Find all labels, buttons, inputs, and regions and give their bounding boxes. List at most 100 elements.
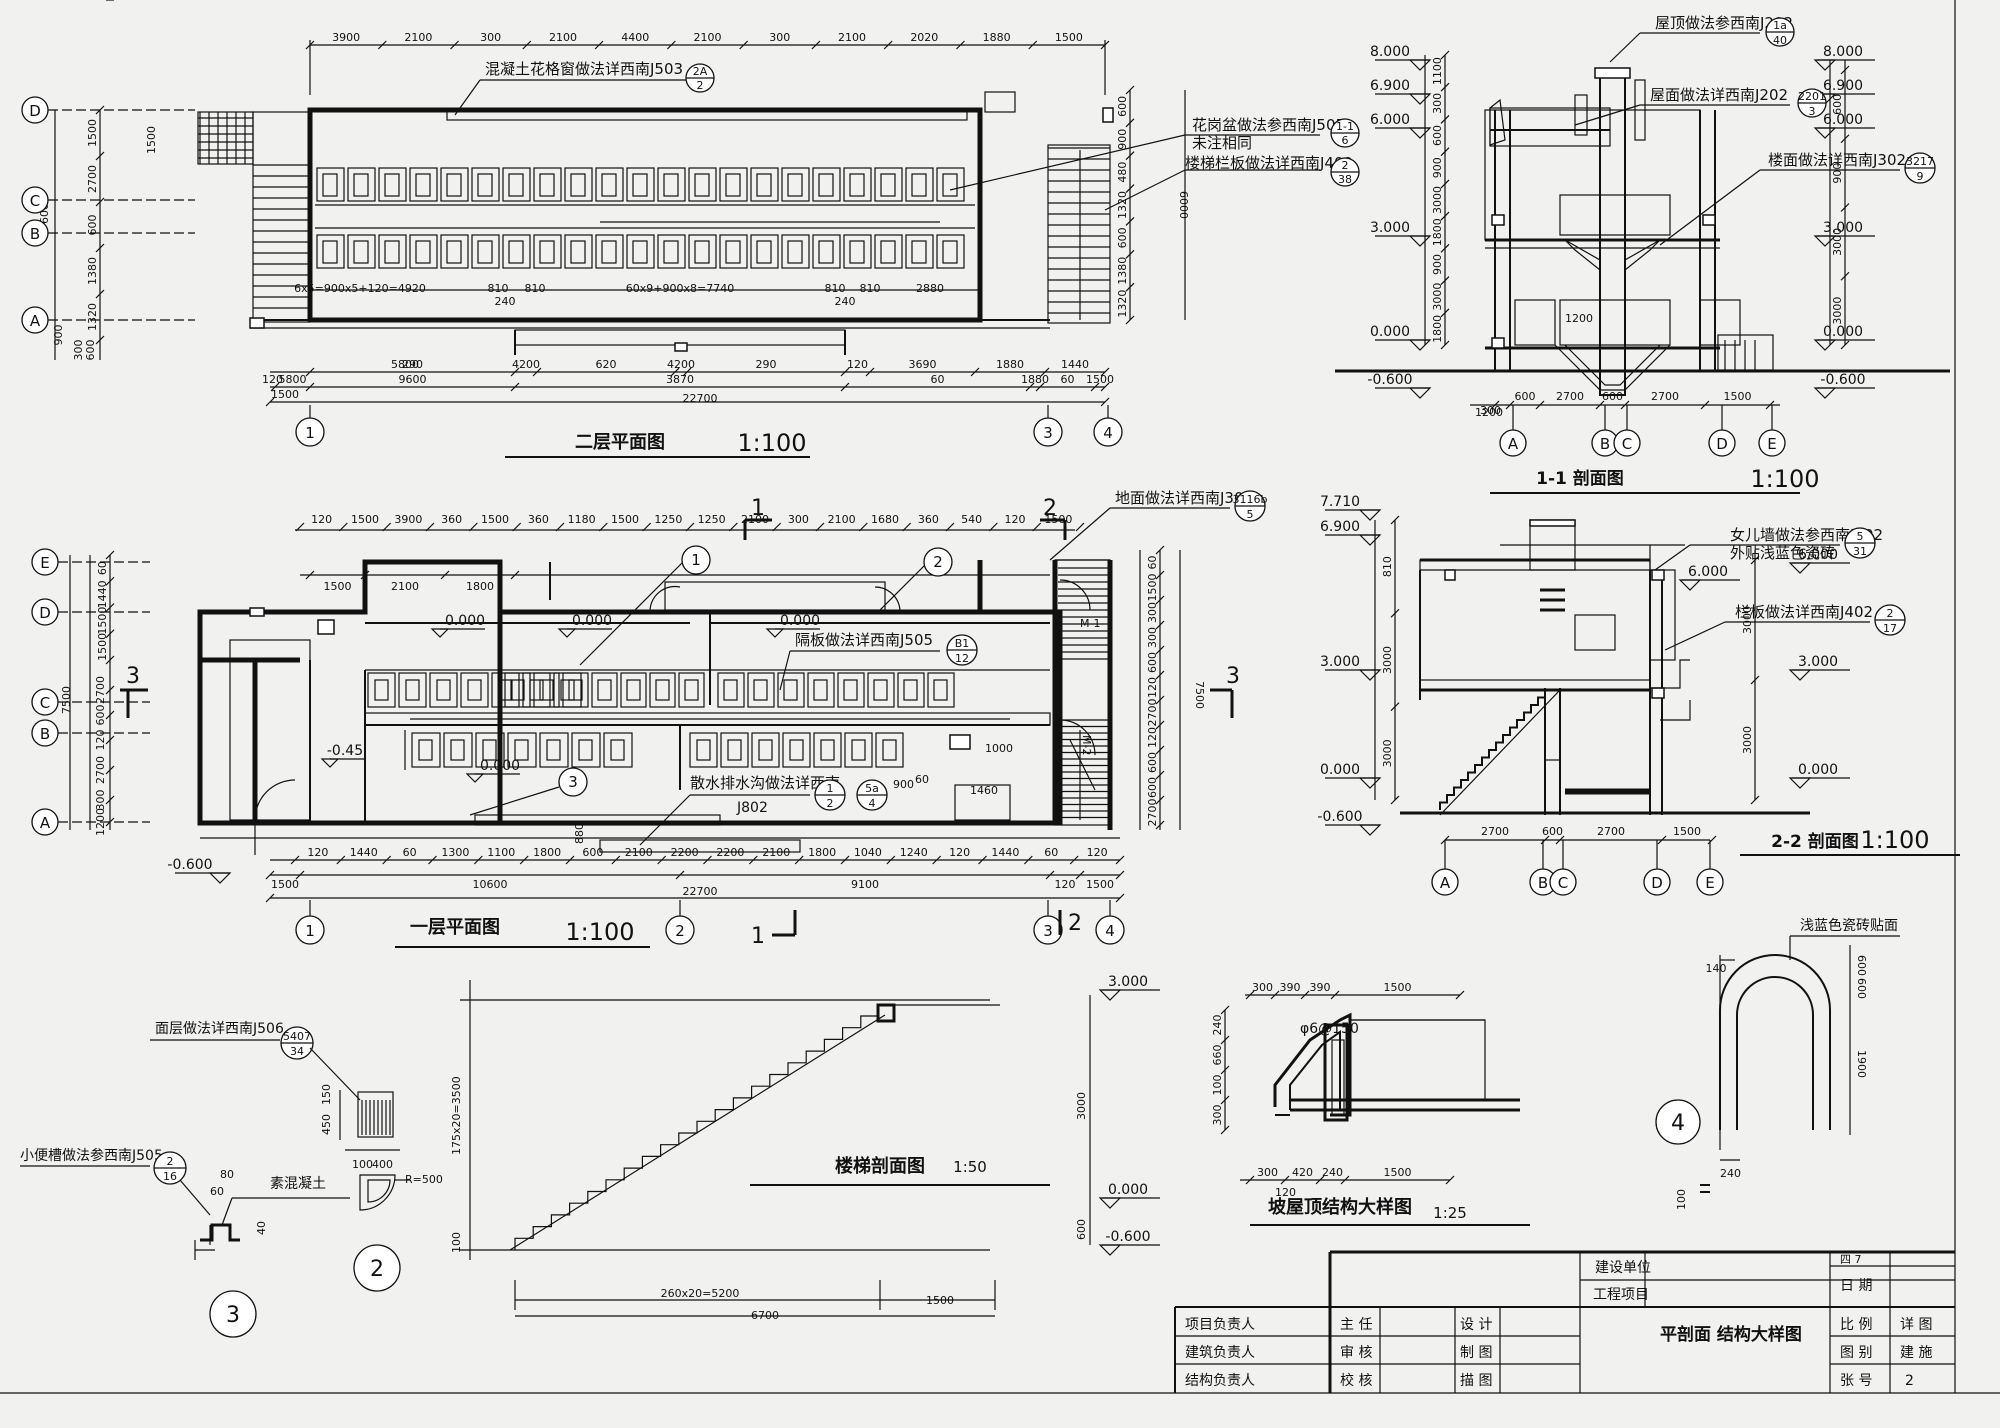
p2-cubicle (409, 234, 438, 269)
p2-cubicle (843, 234, 872, 269)
level-mark: 0.000 (1370, 324, 1410, 340)
p2-bot-dim: 290 (402, 358, 423, 371)
p1-top-dim2: 2100 (391, 580, 419, 593)
svg-text:600: 600 (1855, 955, 1868, 976)
p2-cubicle (502, 167, 531, 202)
svg-text:16: 16 (163, 1170, 177, 1183)
s11-bot-dim: 300 (1480, 404, 1501, 417)
p1-top-dim2: 1500 (324, 580, 352, 593)
level-mark: 6.000 (1688, 564, 1728, 580)
p1-bot-dim: 1800 (533, 846, 561, 859)
p2-bot-total: 22700 (683, 392, 718, 405)
axis-label: B (40, 725, 50, 743)
svg-text:R=500: R=500 (405, 1173, 443, 1186)
level-mark: 3.000 (1320, 654, 1360, 670)
p2-cubicle (750, 167, 779, 202)
p1-bot-dim: 1040 (854, 846, 882, 859)
roof-bot-dim: 240 (1322, 1166, 1343, 1179)
axis-label: 2 (675, 922, 685, 940)
p1-right-dim: 600 (1146, 652, 1159, 673)
p2-inner-dim: 810 (825, 282, 846, 295)
svg-text:校 核: 校 核 (1340, 1372, 1372, 1389)
svg-text:2: 2 (933, 553, 943, 571)
p1-top-dim: 360 (441, 513, 462, 526)
svg-text:B1: B1 (955, 637, 970, 650)
p1-cubicle (504, 672, 531, 708)
p1-bot-dim: 120 (1087, 846, 1108, 859)
p2-top-dim: 2100 (694, 31, 722, 44)
p1-bot-total: 22700 (683, 885, 718, 898)
p2-cubicle (502, 234, 531, 269)
level-mark: 6.900 (1823, 78, 1863, 94)
p1-top-dim: 2100 (828, 513, 856, 526)
sec22-scale: 1:100 (1860, 826, 1929, 854)
p1-cubicle (367, 672, 396, 708)
p2-left-dim: 1500 (86, 119, 99, 147)
detail-3: 小便槽做法参西南J505 2 16 80 60 40 素混凝土 3 (20, 1147, 350, 1338)
svg-text:450: 450 (320, 1114, 333, 1135)
roof-bot-dim: 300 (1257, 1166, 1278, 1179)
level-mark: -0.600 (1105, 1229, 1150, 1245)
p2-cubicle (347, 167, 376, 202)
roof-title: 坡屋顶结构大样图 (1268, 1196, 1412, 1218)
s22-stair-steps (1439, 689, 1552, 810)
p1-right-dim: 60 (1146, 556, 1159, 570)
axis-label: 3 (1043, 424, 1053, 442)
axis-label: E (1705, 874, 1714, 892)
svg-text:M-1: M-1 (1080, 617, 1100, 630)
level-mark: -0.600 (1820, 372, 1865, 388)
p2-bot-dim: 60 (1061, 373, 1075, 386)
svg-text:审 核: 审 核 (1340, 1345, 1372, 1361)
svg-text:比 例: 比 例 (1840, 1317, 1872, 1333)
section-mark-2-bot: 2 (1068, 911, 1082, 936)
p1-left-dim: 120 (94, 0, 115, 3)
p2-right-dim: 600 (1116, 96, 1129, 117)
p2-cubicle (657, 167, 686, 202)
svg-text:1-1: 1-1 (1336, 120, 1354, 133)
p2-bot-dim: 9600 (399, 373, 427, 386)
p2-bot-dim: 5800 (279, 373, 307, 386)
svg-text:40: 40 (255, 1221, 268, 1235)
p2-right-dim: 900 (1116, 129, 1129, 150)
p1-right-dim: 2700 (1146, 799, 1159, 827)
p1-floor-level: 0.000 (572, 613, 612, 629)
p2-cubicle (533, 167, 562, 202)
axis-label: A (30, 312, 41, 330)
svg-text:9: 9 (1917, 170, 1924, 183)
axis-label: 1 (305, 922, 315, 940)
p2-bot-dim: 1440 (1061, 358, 1089, 371)
s22-bot-dim: 1500 (1673, 825, 1701, 838)
s11-bot-dim: 2700 (1556, 390, 1584, 403)
p2-left-dim: 2700 (86, 165, 99, 193)
p2-left-dim: 900 (52, 325, 65, 346)
p1-note-partition: 隔板做法详西南J505 (795, 631, 933, 649)
p1-right-dim: 300 (1146, 602, 1159, 623)
s11-right-dim: 900 (1831, 163, 1844, 184)
p1-title: 一层平面图 (410, 917, 500, 938)
level-mark: 3.000 (1798, 654, 1838, 670)
svg-text:2: 2 (1887, 607, 1894, 620)
p2-top-dim: 300 (769, 31, 790, 44)
svg-text:3116b: 3116b (1233, 493, 1268, 506)
p1-top-dim: 300 (788, 513, 809, 526)
p1-top-dim: 120 (311, 513, 332, 526)
p1-cubicle (689, 732, 718, 768)
p1-top-dim2: 1800 (466, 580, 494, 593)
p1-right-dim: 120 (1146, 677, 1159, 698)
p1-right-dim: 120 (1146, 727, 1159, 748)
svg-text:1:50: 1:50 (953, 1158, 987, 1176)
svg-text:素混凝土: 素混凝土 (270, 1176, 326, 1192)
axis-label: D (29, 102, 41, 120)
p1-top-dim: 1250 (654, 513, 682, 526)
svg-text:面层做法详西南J506: 面层做法详西南J506 (155, 1021, 284, 1037)
p1-bot-dim2: 120 (1055, 878, 1076, 891)
p2-note-window: 混凝土花格窗做法详西南J503 (485, 60, 683, 78)
p2-cubicle (936, 234, 965, 269)
s11-left-dim: 1800 (1431, 315, 1444, 343)
p1-cubicle (720, 732, 749, 768)
svg-text:1000: 1000 (985, 742, 1013, 755)
p1-top-dim: 360 (918, 513, 939, 526)
svg-text:60: 60 (915, 773, 929, 786)
svg-text:3: 3 (1809, 105, 1816, 118)
roof-v-dim: 300 (1211, 1105, 1224, 1126)
